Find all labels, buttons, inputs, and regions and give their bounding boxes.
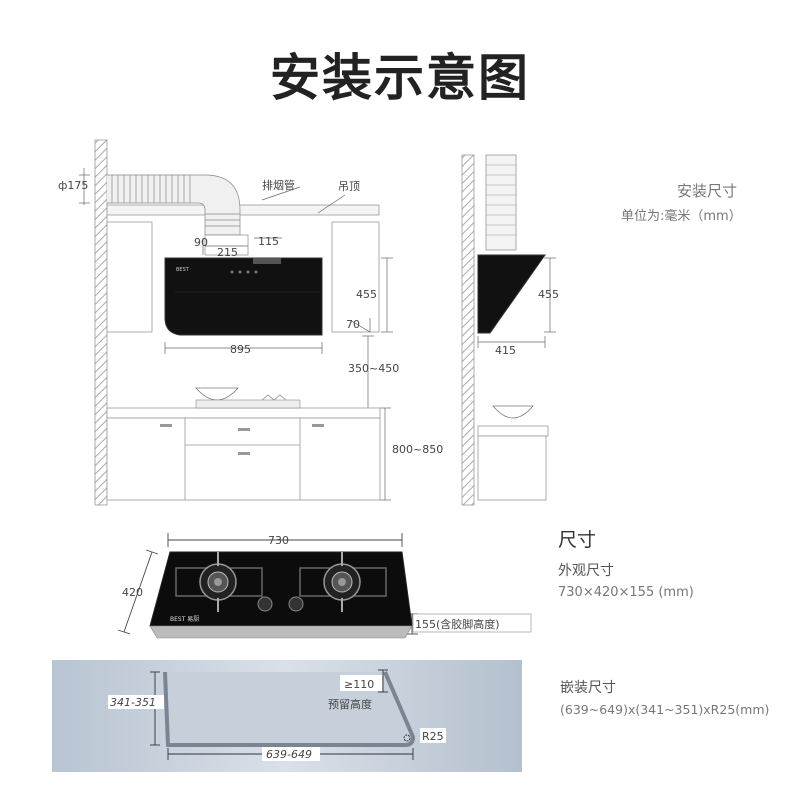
- lower-cabinets: [106, 417, 381, 501]
- dim-350-450: 350~450: [348, 362, 399, 375]
- hood-controls: [230, 270, 258, 274]
- front-view: BEST: [58, 139, 443, 506]
- burner-right: [299, 552, 387, 612]
- front-dimension-lines: [79, 168, 393, 501]
- stove-logo: BEST 易厨: [170, 616, 199, 623]
- side-cabinet: [477, 435, 547, 501]
- legend-title: 安装尺寸: [677, 182, 738, 200]
- stove-top-view: BEST 易厨 730 420 155(含胶脚高度): [117, 533, 532, 639]
- stove-frame: [149, 625, 413, 639]
- range-hood: [164, 257, 323, 336]
- stove-on-counter: [195, 399, 301, 409]
- knob-left: [257, 596, 273, 612]
- stove-outer-value: 730×420×155 (mm): [558, 585, 694, 600]
- legend-unit: 单位为:毫米（mm）: [621, 209, 742, 224]
- wall: [94, 139, 108, 506]
- side-view: 455 415: [461, 154, 559, 506]
- ceiling: [106, 204, 380, 216]
- dim-155: 155(含胶脚高度): [415, 617, 500, 631]
- wok: [195, 387, 239, 401]
- hood-logo: BEST: [176, 267, 190, 273]
- dim-455-front: 455: [356, 288, 377, 301]
- dim-215: 215: [217, 246, 238, 259]
- side-countertop: [477, 425, 549, 437]
- dim-110: ≥110: [344, 678, 374, 691]
- dim-pipe-diameter: ф175: [58, 179, 88, 192]
- stove-outer-label: 外观尺寸: [558, 563, 614, 579]
- dim-455-side: 455: [538, 288, 559, 301]
- cutout-label: 嵌装尺寸: [560, 680, 616, 696]
- side-dimension-lines: [477, 257, 556, 348]
- dim-730: 730: [268, 534, 289, 547]
- knob-right: [288, 596, 304, 612]
- upper-cabinet-right: [331, 221, 380, 333]
- label-ceiling: 吊顶: [338, 180, 360, 193]
- cutout-view: 341-351 639-649 ≥110 预留高度 R25: [52, 660, 522, 772]
- dim-r25: R25: [422, 730, 444, 743]
- side-wall: [461, 154, 475, 506]
- dim-115: 115: [258, 235, 279, 248]
- dim-r25-box: [420, 728, 446, 743]
- side-range-hood: [477, 254, 546, 334]
- dim-341-box: [108, 695, 164, 709]
- side-wok: [492, 405, 534, 419]
- page-title: 安装示意图: [270, 49, 530, 107]
- dim-341-351: 341-351: [110, 696, 156, 709]
- dim-639-box: [262, 747, 320, 761]
- upper-cabinet-left: [106, 221, 153, 333]
- stove-heading: 尺寸: [558, 529, 597, 551]
- label-reserve-height: 预留高度: [328, 697, 372, 711]
- countertop: [106, 407, 381, 419]
- dim-639-649: 639-649: [266, 748, 312, 761]
- cutout-value: (639~649)x(341~351)xR25(mm): [560, 702, 770, 717]
- dim-155-box: [412, 613, 532, 633]
- dim-420: 420: [122, 586, 143, 599]
- label-exhaust-pipe: 排烟管: [262, 178, 295, 192]
- hood-vent: [253, 258, 281, 264]
- hood-collar: [204, 234, 249, 256]
- burner-left: [175, 552, 263, 612]
- stove-glass-panel: [149, 551, 413, 627]
- side-exhaust-duct: [485, 154, 517, 251]
- dim-110-box: [340, 675, 382, 691]
- dim-895: 895: [230, 343, 251, 356]
- dim-415: 415: [495, 344, 516, 357]
- dim-70: 70: [346, 318, 360, 331]
- dim-800-850: 800~850: [392, 443, 443, 456]
- dim-90: 90: [194, 236, 208, 249]
